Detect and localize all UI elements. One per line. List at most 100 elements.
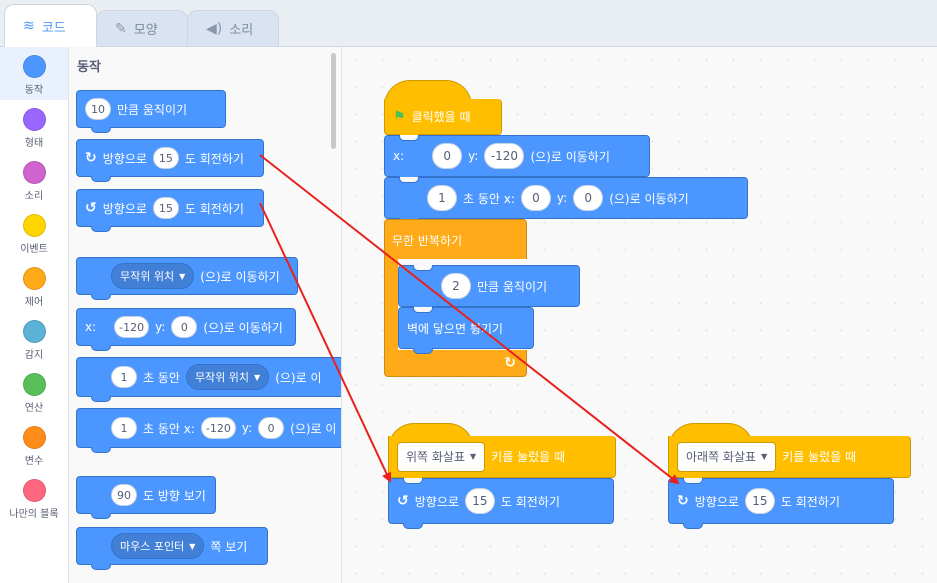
tab-sounds[interactable]: ◀) 소리 (187, 10, 279, 46)
rotate-counterclockwise-icon: ↺ (85, 200, 97, 216)
move-steps-block[interactable]: 10 만큼 움직이기 (76, 90, 226, 133)
events-category-dot (22, 214, 46, 237)
degrees-input[interactable]: 15 (152, 197, 179, 219)
category-motion[interactable]: 동작 (0, 47, 68, 100)
glide-target-dropdown[interactable]: 무작위 위치 ▼ (185, 364, 270, 390)
when-key-pressed-block[interactable]: 아래쪽 화살표 ▼ 키를 눌렀을 때 (668, 436, 911, 483)
category-label: 제어 (24, 297, 44, 308)
category-label: 감지 (24, 350, 44, 361)
category-label: 나만의 블록 (9, 509, 59, 520)
x-input[interactable]: -120 (200, 417, 236, 439)
category-label: 연산 (24, 403, 44, 414)
go-to-xy-block[interactable]: x: -120 y: 0 (으)로 이동하기 (76, 308, 296, 351)
turn-left-block[interactable]: ↺ 방향으로 15 도 회전하기 (76, 189, 264, 232)
category-events[interactable]: 이벤트 (0, 206, 68, 259)
point-towards-block[interactable]: 마우스 포인터 ▼ 쪽 보기 (76, 527, 268, 570)
brush-icon: ✎ (115, 20, 127, 37)
block-text: (으)로 이동하기 (530, 149, 610, 164)
block-text: 초 동안 x: (463, 191, 515, 206)
code-panel: 동작 형태 소리 이벤트 제어 감지 연산 변수 (0, 46, 937, 583)
block-text: 초 동안 (143, 370, 180, 385)
dropdown-value: 마우스 포인터 (120, 540, 185, 553)
glide-to-xy-block[interactable]: 1 초 동안 x: -120 y: 0 (으)로 이 (76, 408, 341, 453)
block-text: 방향으로 (414, 494, 459, 509)
my-blocks-category-dot (22, 479, 46, 502)
degrees-input[interactable]: 15 (152, 147, 179, 169)
seconds-input[interactable]: 1 (111, 417, 137, 439)
block-text: y: (468, 149, 479, 163)
degrees-input[interactable]: 15 (464, 488, 495, 514)
tab-costumes-label: 모양 (133, 23, 158, 38)
direction-input[interactable]: 90 (111, 484, 137, 506)
go-to-block[interactable]: 무작위 위치 ▼ (으)로 이동하기 (76, 257, 298, 300)
point-towards-dropdown[interactable]: 마우스 포인터 ▼ (111, 533, 205, 559)
category-sensing[interactable]: 감지 (0, 312, 68, 365)
go-to-target-dropdown[interactable]: 무작위 위치 ▼ (111, 263, 195, 289)
palette-scrollbar[interactable] (331, 53, 336, 149)
x-input[interactable]: -120 (114, 316, 150, 338)
block-text: (으)로 이 (275, 370, 322, 385)
dropdown-value: 무작위 위치 (194, 371, 250, 384)
block-text: 방향으로 (694, 494, 739, 509)
steps-input[interactable]: 2 (441, 273, 471, 299)
dropdown-value: 아래쪽 화살표 (686, 450, 757, 464)
category-looks[interactable]: 형태 (0, 100, 68, 153)
y-input[interactable]: -120 (484, 143, 525, 169)
category-label: 변수 (24, 456, 44, 467)
block-text: 도 회전하기 (500, 494, 560, 509)
block-text: 방향으로 (102, 151, 147, 166)
category-label: 이벤트 (20, 244, 48, 255)
key-dropdown[interactable]: 아래쪽 화살표 ▼ (677, 441, 777, 472)
turn-right-block[interactable]: ↻ 방향으로 15 도 회전하기 (76, 139, 264, 182)
y-input[interactable]: 0 (171, 316, 198, 338)
category-label: 동작 (24, 85, 44, 96)
glide-to-xy-block[interactable]: 1 초 동안 x: 0 y: 0 (으)로 이동하기 (384, 177, 748, 224)
category-variables[interactable]: 변수 (0, 418, 68, 471)
code-icon: ≋ (23, 18, 35, 34)
tab-code[interactable]: ≋ 코드 (4, 4, 97, 47)
x-input[interactable]: 0 (432, 143, 463, 169)
seconds-input[interactable]: 1 (427, 185, 457, 211)
dropdown-caret-icon: ▼ (189, 541, 196, 551)
move-steps-block[interactable]: 2 만큼 움직이기 (398, 265, 580, 312)
turn-right-block[interactable]: ↻ 방향으로 15 도 회전하기 (668, 478, 894, 529)
operators-category-dot (22, 373, 46, 396)
bounce-on-edge-block[interactable]: 벽에 닿으면 튕기기 (398, 307, 534, 354)
y-input[interactable]: 0 (258, 417, 285, 439)
looks-category-dot (22, 108, 46, 131)
category-my-blocks[interactable]: 나만의 블록 (0, 471, 68, 524)
x-input[interactable]: 0 (520, 185, 551, 211)
block-text: (으)로 이동하기 (200, 269, 280, 284)
go-to-xy-block[interactable]: x: 0 y: -120 (으)로 이동하기 (384, 135, 650, 182)
when-key-pressed-block[interactable]: 위쪽 화살표 ▼ 키를 눌렀을 때 (388, 436, 616, 483)
block-text: (으)로 이동하기 (609, 191, 689, 206)
block-text: (으)로 이동하기 (203, 320, 283, 335)
category-sound[interactable]: 소리 (0, 153, 68, 206)
when-flag-clicked-block[interactable]: ⚑ 클릭했을 때 (384, 99, 502, 140)
rotate-counterclockwise-icon: ↺ (397, 493, 409, 509)
turn-left-block[interactable]: ↺ 방향으로 15 도 회전하기 (388, 478, 614, 529)
y-input[interactable]: 0 (573, 185, 604, 211)
dropdown-caret-icon: ▼ (761, 452, 768, 461)
script-workspace[interactable]: ⚑ 클릭했을 때 x: 0 y: -120 (으)로 이동하기 1 초 동안 x… (342, 47, 937, 583)
block-text: 방향으로 (102, 201, 147, 216)
block-text: 키를 눌렀을 때 (782, 450, 857, 464)
block-text: 도 회전하기 (184, 151, 244, 166)
seconds-input[interactable]: 1 (111, 366, 137, 388)
block-text: 도 회전하기 (780, 494, 840, 509)
block-text: 도 방향 보기 (143, 488, 206, 503)
block-text: (으)로 이 (290, 421, 337, 436)
tab-costumes[interactable]: ✎ 모양 (96, 10, 188, 46)
point-in-direction-block[interactable]: 90 도 방향 보기 (76, 476, 216, 519)
glide-to-block[interactable]: 1 초 동안 무작위 위치 ▼ (으)로 이 (76, 357, 341, 402)
rotate-clockwise-icon: ↻ (677, 493, 689, 509)
key-dropdown[interactable]: 위쪽 화살표 ▼ (397, 441, 486, 472)
dropdown-caret-icon: ▼ (179, 271, 186, 281)
block-text: 만큼 움직이기 (477, 279, 548, 294)
category-control[interactable]: 제어 (0, 259, 68, 312)
degrees-input[interactable]: 15 (744, 488, 775, 514)
tab-sounds-label: 소리 (229, 23, 254, 38)
steps-input[interactable]: 10 (85, 98, 111, 120)
category-operators[interactable]: 연산 (0, 365, 68, 418)
dropdown-value: 무작위 위치 (120, 270, 175, 283)
